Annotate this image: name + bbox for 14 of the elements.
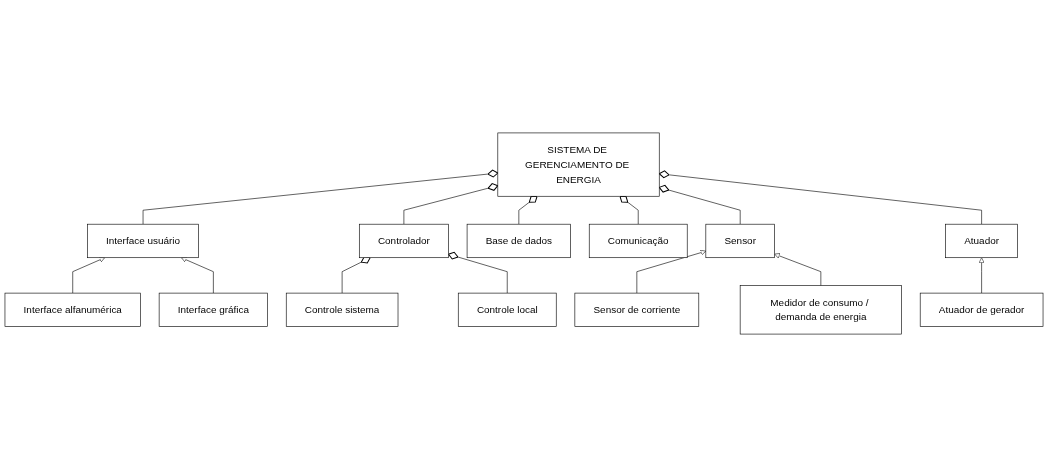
node-box: Interface alfanumérica: [4, 292, 141, 327]
node-box: Atuador: [945, 223, 1018, 258]
node-box: Base de dados: [466, 223, 571, 258]
node-box: Controle sistema: [285, 292, 399, 327]
node-box: Sensor de corriente: [574, 292, 700, 327]
node-box: SISTEMA DE GERENCIAMENTO DE ENERGIA: [497, 132, 660, 197]
node-box: Interface usuário: [87, 223, 199, 258]
node-box: Comunicação: [588, 223, 688, 258]
node-box: Interface gráfica: [158, 292, 268, 327]
node-box: Sensor: [705, 223, 775, 258]
node-box: Controle local: [457, 292, 557, 327]
node-box: Controlador: [359, 223, 449, 258]
node-box: Atuador de gerador: [919, 292, 1044, 327]
node-box: Medidor de consumo / demanda de energia: [739, 285, 902, 335]
